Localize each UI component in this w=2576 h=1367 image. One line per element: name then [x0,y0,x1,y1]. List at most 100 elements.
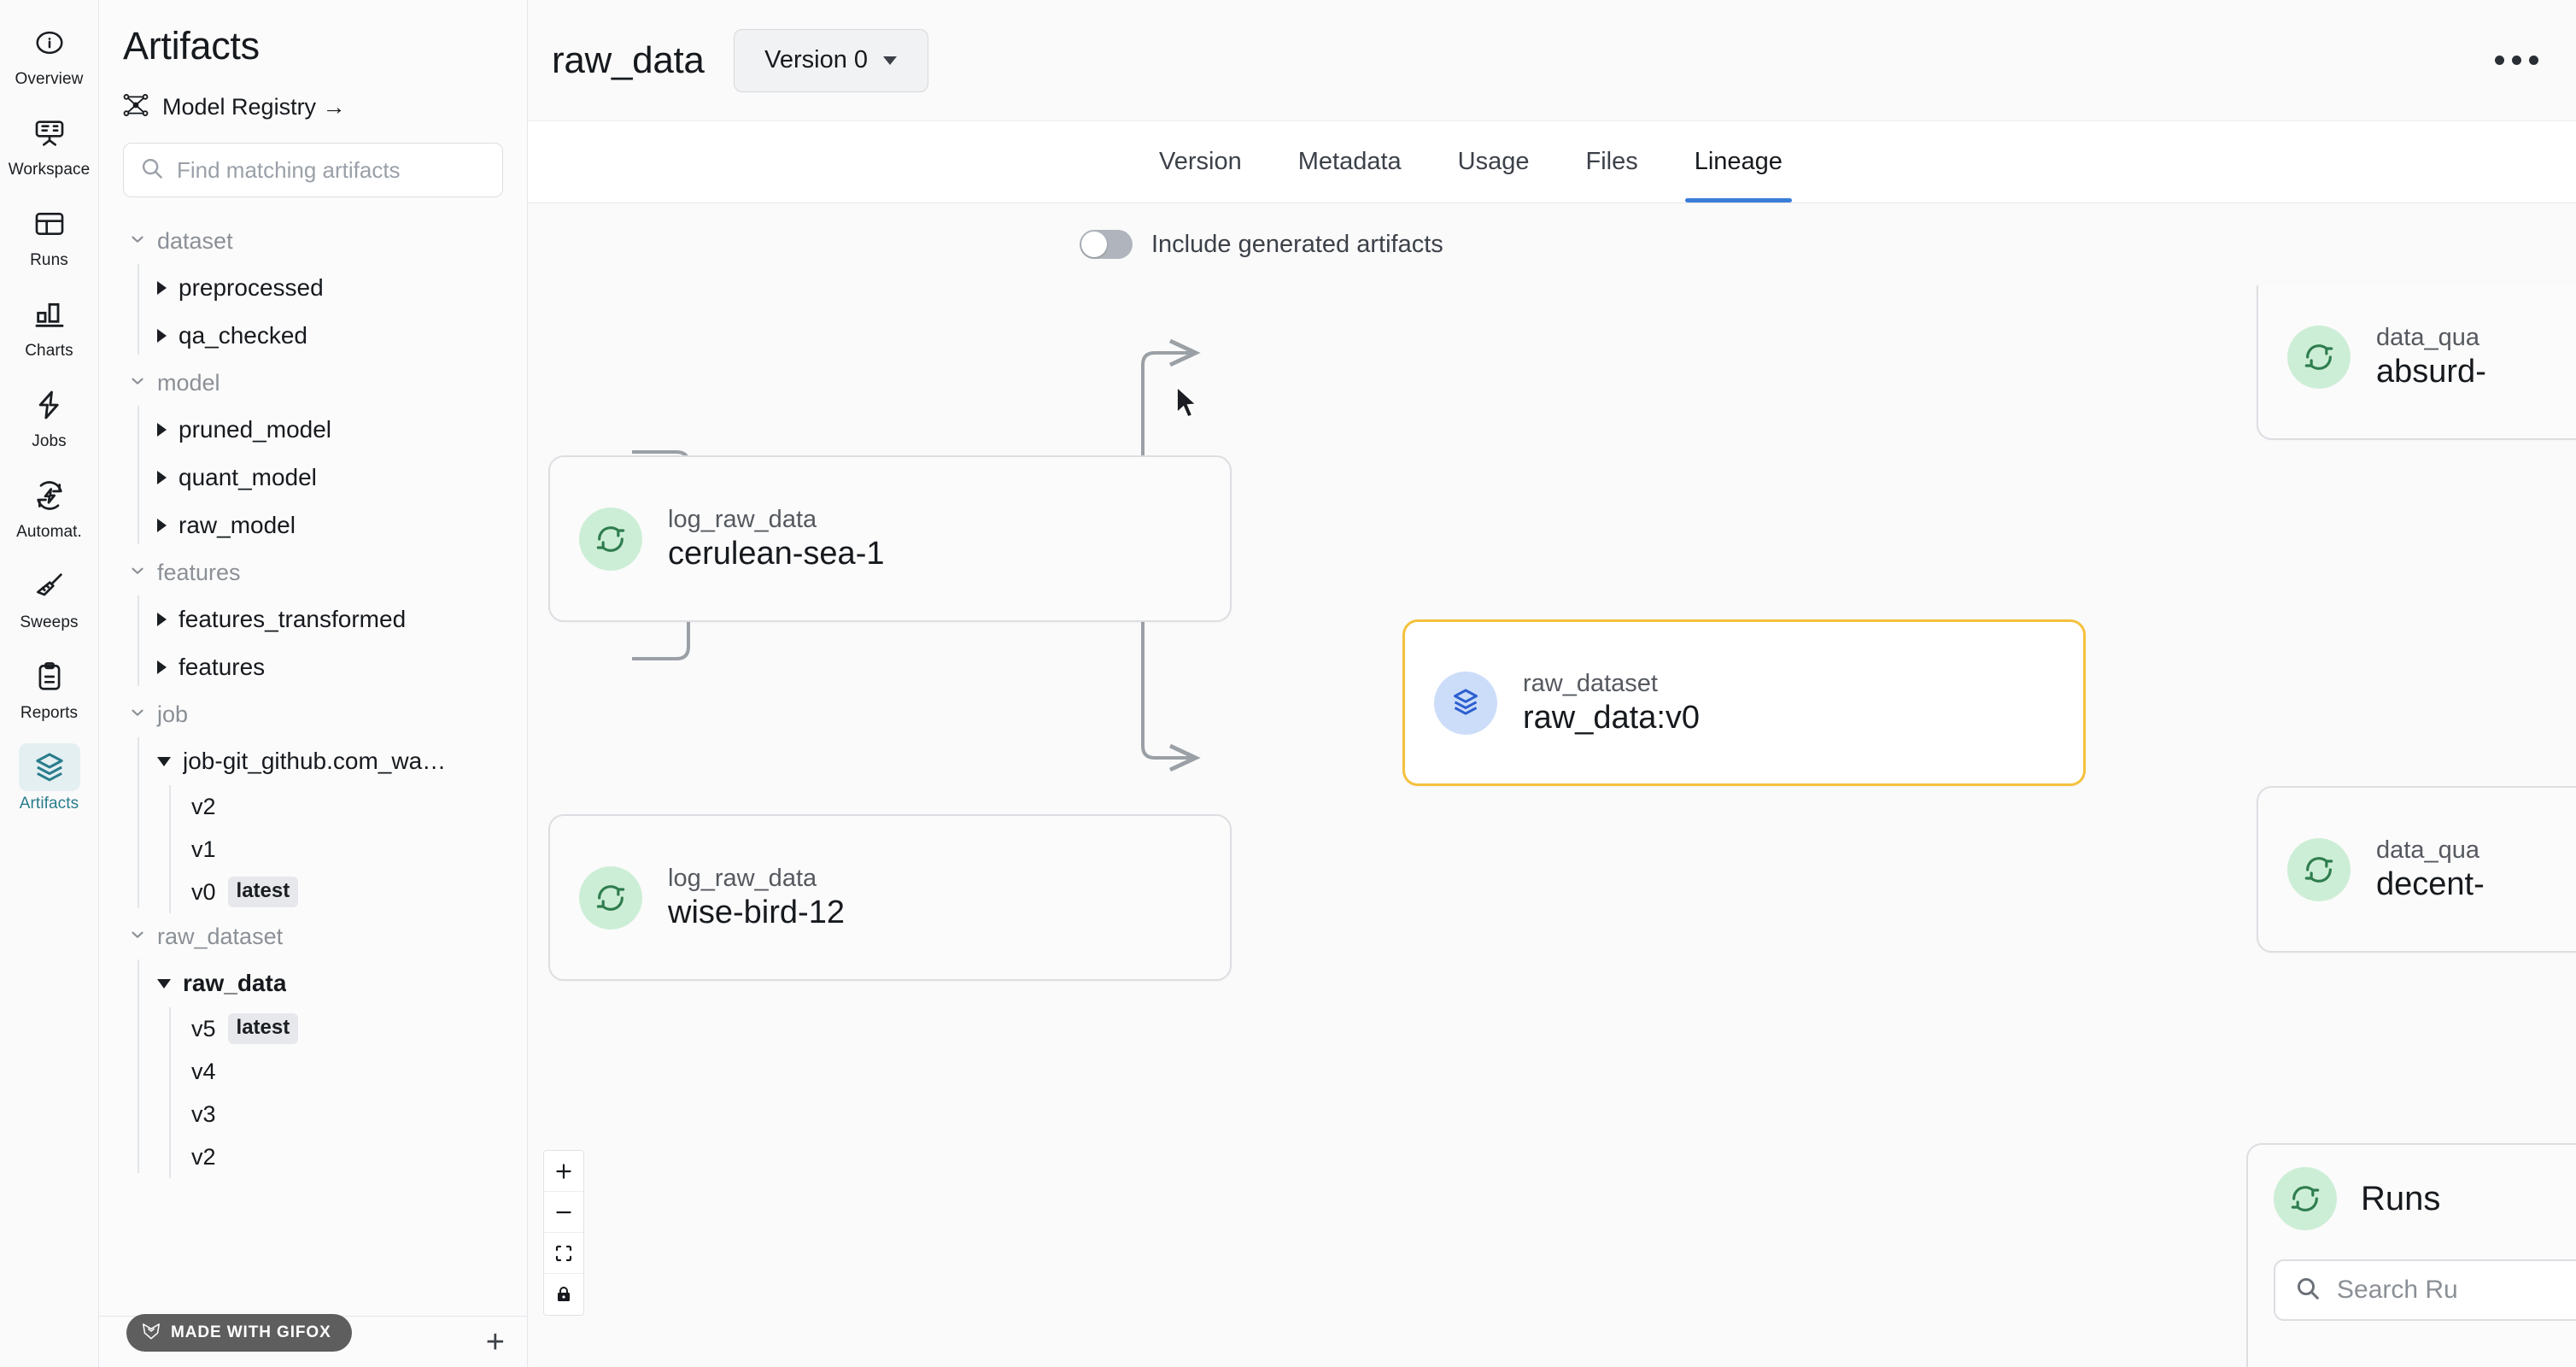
tree-group-label: dataset [157,227,233,254]
tree-group-model[interactable]: model [99,360,527,406]
tree-item-label: preprocessed [179,274,324,301]
tree-item-job-git-github-com-wa-[interactable]: job-git_github.com_wa… [99,737,527,785]
sidebar-item-reports[interactable]: Reports [7,653,92,723]
sidebar-item-overview[interactable]: Overview [7,19,92,89]
artifact-search-wrap [99,124,527,197]
sidebar-item-workspace[interactable]: Workspace [7,109,92,179]
version-item-v1[interactable]: v1 [99,828,527,871]
version-item-v3[interactable]: v3 [99,1093,527,1135]
run-refresh-icon [2287,325,2351,389]
more-horizontal-icon[interactable] [2495,56,2538,65]
tree-item-raw-data[interactable]: raw_data [99,959,527,1007]
version-select-label: Version 0 [764,46,869,73]
search-icon [139,155,165,185]
include-generated-label: Include generated artifacts [1151,230,1443,258]
latest-badge: latest [227,1013,299,1044]
artifact-search-box[interactable] [123,143,503,197]
tree-group-children: features_transformed features [99,595,527,691]
version-item-v2[interactable]: v2 [99,1135,527,1178]
tree-group-job[interactable]: job [99,691,527,737]
tree-group-children: preprocessed qa_checked [99,264,527,360]
sidebar-item-artifacts[interactable]: Artifacts [7,743,92,813]
runs-panel[interactable]: Runs Search Ru [2246,1143,2576,1367]
tree-item-pruned-model[interactable]: pruned_model [99,406,527,454]
sidebar-item-label: Charts [25,342,73,360]
page-title: Artifacts [123,24,260,67]
tree-group-dataset[interactable]: dataset [99,218,527,264]
sidebar-item-jobs[interactable]: Jobs [7,381,92,451]
artifact-layers-icon [1434,671,1497,735]
table-icon [19,200,80,248]
sidebar-item-label: Jobs [32,432,67,450]
lock-button[interactable] [544,1274,583,1315]
zoom-out-button[interactable] [544,1192,583,1233]
tree-group-features[interactable]: features [99,549,527,595]
latest-badge: latest [227,877,299,907]
info-circle-icon [19,19,80,67]
sidebar-item-charts[interactable]: Charts [7,290,92,361]
clipboard-icon [19,653,80,701]
tree-item-label: features_transformed [179,606,407,632]
chevron-down-icon [128,230,147,253]
tree-item-quant-model[interactable]: quant_model [99,454,527,502]
lineage-node-name: cerulean-sea-1 [668,535,885,572]
tree-item-label: quant_model [179,464,317,490]
zoom-in-button[interactable] [544,1151,583,1192]
version-label: v1 [191,836,216,862]
tree-item-raw-model[interactable]: raw_model [99,502,527,549]
add-artifact-button[interactable]: + [485,1323,505,1360]
model-registry-icon [121,91,150,124]
sidebar-item-label: Artifacts [19,795,79,813]
tree-group-children: pruned_model quant_model raw_model [99,406,527,549]
version-label: v4 [191,1058,216,1084]
caret-right-icon [157,423,167,437]
search-input[interactable] [177,156,487,184]
tab-usage[interactable]: Usage [1457,148,1530,175]
version-item-v4[interactable]: v4 [99,1050,527,1093]
runs-search-box[interactable]: Search Ru [2274,1259,2576,1321]
tree-item-features[interactable]: features [99,643,527,691]
tab-lineage[interactable]: Lineage [1666,121,1811,202]
workspace-icon [19,109,80,157]
tree-item-label: raw_model [179,512,296,538]
lineage-node-subtitle: log_raw_data [668,505,817,533]
sidebar-item-runs[interactable]: Runs [7,200,92,270]
version-label: v3 [191,1100,216,1127]
bolt-icon [19,381,80,429]
include-generated-toggle[interactable] [1080,230,1133,259]
model-registry-link[interactable]: Model Registry → [99,68,527,124]
tree-item-features-transformed[interactable]: features_transformed [99,595,527,643]
tree-item-qa-checked[interactable]: qa_checked [99,312,527,360]
tab-metadata[interactable]: Metadata [1297,148,1402,175]
fit-view-button[interactable] [544,1233,583,1274]
tree-group-raw_dataset[interactable]: raw_dataset [99,913,527,959]
run-refresh-icon [2274,1167,2337,1230]
lineage-node-subtitle: log_raw_data [668,864,817,892]
lineage-node-subtitle: raw_dataset [1523,669,1658,697]
tree-item-preprocessed[interactable]: preprocessed [99,264,527,312]
lineage-node-name: raw_data:v0 [1523,699,1701,736]
sidebar-item-sweeps[interactable]: Sweeps [7,562,92,632]
artifacts-panel: Artifacts Model Registry → [99,0,528,1367]
caret-right-icon [157,660,167,674]
tab-files[interactable]: Files [1585,148,1638,175]
lineage-node-name: absurd- [2376,353,2486,390]
sidebar-item-automations[interactable]: Automat. [7,472,92,542]
include-generated-row: Include generated artifacts [528,203,2576,285]
gifox-fox-icon [140,1320,162,1346]
version-item-v2[interactable]: v2 [99,785,527,828]
version-select[interactable]: Version 0 [733,28,928,92]
tab-version[interactable]: Version [1159,148,1242,175]
